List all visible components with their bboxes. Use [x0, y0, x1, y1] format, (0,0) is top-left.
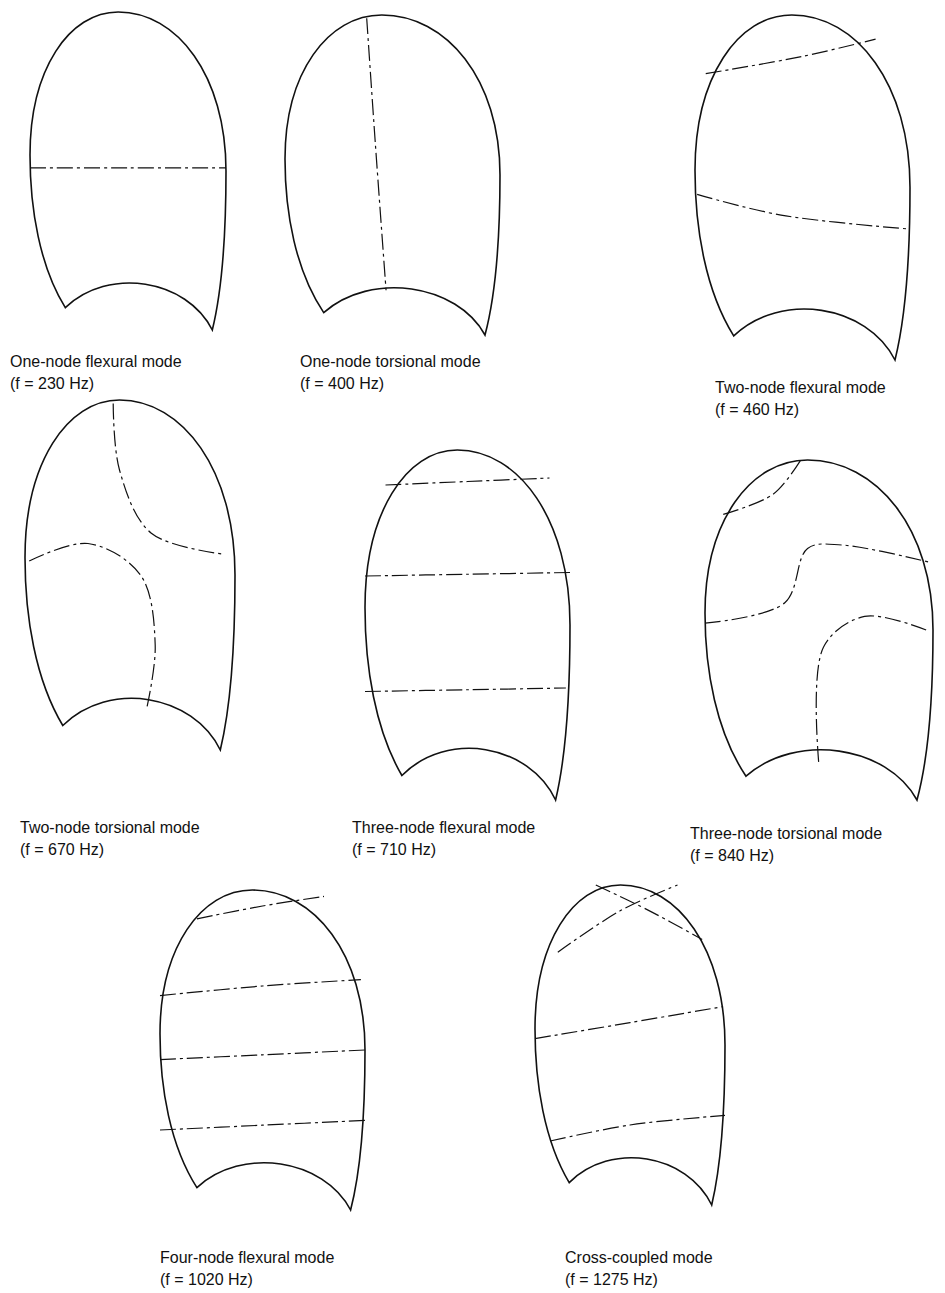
- mode-frequency: (f = 460 Hz): [715, 400, 799, 419]
- blade-shape: [30, 12, 226, 330]
- nodal-line: [113, 404, 222, 555]
- blade-outline: [695, 15, 910, 360]
- mode-name: Two-node flexural mode: [715, 378, 886, 397]
- blade-shape: [285, 15, 500, 335]
- nodal-line: [706, 39, 876, 74]
- nodal-line: [535, 1007, 723, 1039]
- mode-frequency: (f = 670 Hz): [20, 840, 104, 859]
- nodal-line: [160, 980, 361, 996]
- nodal-line: [29, 543, 155, 708]
- nodal-line: [558, 885, 678, 952]
- nodal-line: [365, 573, 570, 577]
- mode-name: Three-node torsional mode: [690, 824, 882, 843]
- nodal-line: [550, 1115, 725, 1141]
- nodal-line: [197, 896, 324, 918]
- blade-outline: [30, 12, 226, 330]
- mode-name: One-node flexural mode: [10, 352, 182, 371]
- blade-outline: [365, 450, 570, 800]
- blade-shape: [365, 450, 570, 800]
- blade-outline: [160, 890, 365, 1210]
- nodal-line: [365, 688, 566, 692]
- blade-shape: [535, 885, 725, 1205]
- nodal-line: [160, 1050, 365, 1060]
- blade-outline: [285, 15, 500, 335]
- mode-name: Four-node flexural mode: [160, 1248, 334, 1267]
- mode-name: Two-node torsional mode: [20, 818, 200, 837]
- blade-shape: [695, 15, 910, 360]
- mode-name: One-node torsional mode: [300, 352, 481, 371]
- mode-frequency: (f = 1020 Hz): [160, 1270, 253, 1289]
- mode-name: Three-node flexural mode: [352, 818, 535, 837]
- blade-outline: [705, 460, 933, 800]
- blade-outline: [535, 885, 725, 1205]
- nodal-line: [30, 167, 226, 168]
- nodal-line: [160, 1120, 365, 1130]
- mode-frequency: (f = 840 Hz): [690, 846, 774, 865]
- blade-shape: [705, 460, 933, 800]
- nodal-line: [596, 885, 702, 939]
- blade-shape: [160, 890, 365, 1210]
- mode-frequency: (f = 710 Hz): [352, 840, 436, 859]
- mode-frequency: (f = 400 Hz): [300, 374, 384, 393]
- blade-shape: [25, 400, 235, 750]
- mode-frequency: (f = 230 Hz): [10, 374, 94, 393]
- mode-name: Cross-coupled mode: [565, 1248, 713, 1267]
- nodal-line: [723, 460, 801, 514]
- nodal-line: [386, 478, 550, 485]
- nodal-line: [367, 18, 386, 290]
- nodal-line: [697, 194, 908, 229]
- nodal-line: [705, 544, 928, 623]
- mode-frequency: (f = 1275 Hz): [565, 1270, 658, 1289]
- blade-outline: [25, 400, 235, 750]
- nodal-line: [816, 616, 926, 766]
